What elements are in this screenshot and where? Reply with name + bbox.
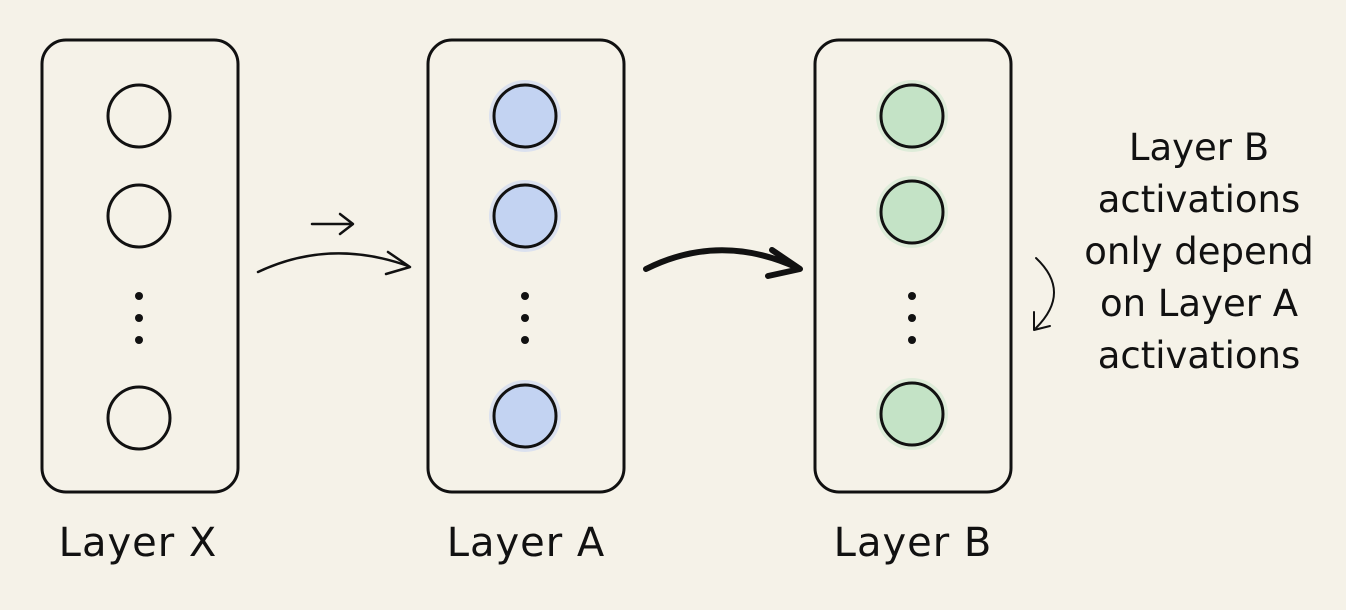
small-arrow-icon [310, 212, 355, 236]
layer-a-box [426, 38, 626, 494]
annotation-line: on Layer A [1099, 282, 1299, 325]
layer-b-node [879, 83, 945, 149]
layer-x-label: Layer X [58, 520, 218, 566]
layer-b-node [879, 179, 945, 245]
layer-b-ellipsis [908, 292, 916, 344]
layer-x-ellipsis [135, 292, 143, 344]
layer-a-group [426, 38, 626, 494]
layer-b-group [813, 38, 1013, 494]
annotation-line: activations [1097, 334, 1301, 377]
layer-a-ellipsis [521, 292, 529, 344]
layer-x-group [40, 38, 240, 494]
layer-b-label: Layer B [833, 520, 993, 566]
annotation-pointer-arrow [1033, 257, 1055, 331]
layer-a-label: Layer A [446, 520, 606, 566]
layer-a-node [492, 83, 558, 149]
arrow-a-to-b [643, 247, 803, 279]
layer-x-node [106, 385, 172, 451]
layer-x-box [40, 38, 240, 494]
annotation-line: only depend [1084, 230, 1314, 273]
layer-x-node [106, 83, 172, 149]
annotation-line: activations [1097, 178, 1301, 221]
annotation-text: Layer B activations only depend on Layer… [1068, 122, 1330, 382]
annotation-line: Layer B [1128, 126, 1270, 169]
layer-b-box [813, 38, 1013, 494]
layer-b-node [879, 381, 945, 447]
arrow-x-to-a [256, 250, 412, 276]
layer-a-node [492, 383, 558, 449]
layer-a-node [492, 183, 558, 249]
layer-x-node [106, 183, 172, 249]
